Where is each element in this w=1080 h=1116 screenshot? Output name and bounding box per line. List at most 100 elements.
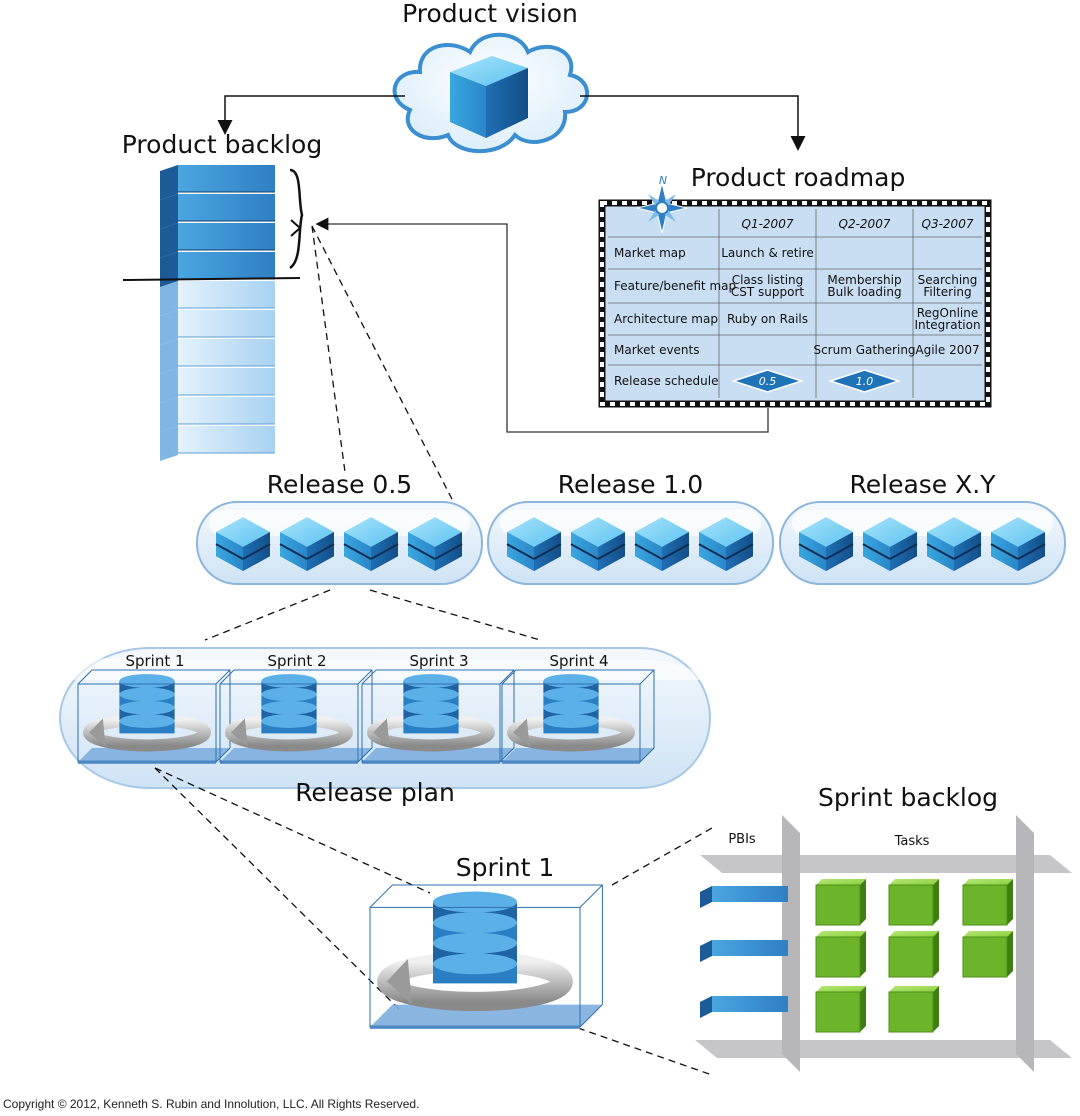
- sprint-label: Sprint 1: [125, 652, 184, 670]
- copyright-notice: Copyright © 2012, Kenneth S. Rubin and I…: [3, 1097, 420, 1111]
- roadmap-column-header: Q1-2007: [742, 217, 794, 231]
- backlog-item: [160, 223, 275, 258]
- sprint-label: Sprint 2: [267, 652, 326, 670]
- product-roadmap-label: Product roadmap: [691, 163, 906, 192]
- roadmap-cell-text: Launch & retire: [721, 246, 814, 260]
- backlog-item: [160, 426, 275, 461]
- sprint-detail-dashed-top: [154, 767, 431, 894]
- roadmap-cell-text: Membership: [827, 273, 901, 287]
- sprint-box: [219, 669, 373, 764]
- task-cube: [962, 879, 1013, 926]
- pbi-item: [700, 886, 788, 908]
- release-item-cube: [698, 517, 754, 572]
- release-label: Release 0.5: [267, 470, 412, 499]
- roadmap-row-label: Release schedule: [614, 374, 718, 388]
- compass-icon: N: [636, 174, 688, 234]
- release-item-cube: [215, 517, 271, 572]
- sprint-backlog-dashed-bottom: [577, 1027, 713, 1076]
- release-item-cube: [990, 517, 1046, 572]
- backlog-cut-line: [122, 277, 301, 281]
- task-cube: [815, 879, 866, 926]
- roadmap-column-header: Q3-2007: [922, 217, 974, 231]
- sprint-detail-dashed-bottom: [154, 767, 401, 1011]
- sprint-box: [77, 669, 231, 764]
- release-capsule: [196, 501, 483, 585]
- cloud-cube-icon: [392, 32, 589, 154]
- backlog-brace: [289, 168, 304, 270]
- roadmap-cell-text: Searching: [918, 273, 978, 287]
- roadmap-cell-text: RegOnline: [917, 306, 979, 320]
- releases-row: Release 0.5 Release 1.0 Release X.Y: [196, 470, 1066, 585]
- roadmap-row-label: Architecture map: [614, 312, 718, 326]
- product-backlog-stack: [160, 165, 275, 461]
- release-item-cube: [343, 517, 399, 572]
- roadmap-cell-text: Ruby on Rails: [727, 312, 808, 326]
- sprint-backlog-label: Sprint backlog: [818, 783, 998, 812]
- sprint-box: [369, 884, 603, 1029]
- task-cube: [888, 931, 939, 978]
- sprint-box: [501, 669, 655, 764]
- sprint-label: Sprint 4: [549, 652, 608, 670]
- task-cube: [962, 931, 1013, 978]
- release-item-cube: [926, 517, 982, 572]
- roadmap-cell-text: Agile 2007: [915, 343, 979, 357]
- release-item-cube: [279, 517, 335, 572]
- task-cube: [888, 879, 939, 926]
- roadmap-cell-text: Integration: [914, 318, 980, 332]
- backlog-item: [160, 339, 275, 374]
- task-cube: [888, 986, 939, 1033]
- task-cube: [815, 931, 866, 978]
- roadmap-row-label: Market events: [614, 343, 700, 357]
- backlog-item: [160, 165, 275, 200]
- sprints-row: Sprint 1 Sprint 2 Sprint 3 Sprint 4: [77, 652, 655, 764]
- release-milestone-diamond: 1.0: [828, 369, 901, 393]
- backlog-item: [160, 397, 275, 432]
- release-label: Release 1.0: [558, 470, 703, 499]
- sprint-backlog-dashed-top: [611, 827, 713, 886]
- release-label: Release X.Y: [850, 470, 997, 499]
- backlog-item: [160, 194, 275, 229]
- backlog-release-dashed-right: [311, 225, 456, 506]
- roadmap-cell-text: Class listing: [732, 273, 804, 287]
- roadmap-cell-text: Filtering: [923, 285, 971, 299]
- roadmap-row-label: Feature/benefit map: [614, 279, 736, 293]
- backlog-item: [160, 281, 275, 316]
- sprint-backlog-board: PBIs Tasks: [695, 815, 1072, 1072]
- backlog-item: [160, 368, 275, 403]
- backlog-item: [160, 310, 275, 345]
- tasks-column-label: Tasks: [894, 834, 930, 849]
- sprint-detail-label: Sprint 1: [456, 853, 554, 882]
- pbis-column-label: PBIs: [728, 832, 756, 847]
- release-item-cube: [862, 517, 918, 572]
- roadmap-row-label: Market map: [614, 246, 686, 260]
- release-milestone-label: 1.0: [856, 375, 874, 388]
- roadmap-cell-text: CST support: [731, 285, 805, 299]
- sprint-label: Sprint 3: [409, 652, 468, 670]
- product-vision-label: Product vision: [402, 0, 578, 28]
- release-sprint-dashed-left: [204, 589, 331, 641]
- release-capsule: [779, 501, 1066, 585]
- task-cube: [815, 986, 866, 1033]
- backlog-brace-point: [290, 219, 302, 237]
- release-milestone-diamond: 0.5: [731, 369, 804, 393]
- release-item-cube: [506, 517, 562, 572]
- roadmap-column-header: Q2-2007: [839, 217, 891, 231]
- roadmap-cell-text: Bulk loading: [827, 285, 901, 299]
- sprint-detail-box: [369, 884, 603, 1029]
- sprint-box: [361, 669, 515, 764]
- vision-to-backlog-arrow: [217, 95, 405, 135]
- compass-north-letter: N: [659, 174, 667, 187]
- release-item-cube: [570, 517, 626, 572]
- pbi-item: [700, 940, 788, 962]
- release-milestone-label: 0.5: [759, 375, 777, 388]
- release-item-cube: [798, 517, 854, 572]
- vision-to-roadmap-arrow: [580, 95, 806, 151]
- pbi-item: [700, 996, 788, 1018]
- backlog-release-dashed-left: [311, 225, 346, 473]
- product-backlog-label: Product backlog: [122, 130, 322, 159]
- release-capsule: [487, 501, 774, 585]
- roadmap-cell-text: Scrum Gathering: [813, 343, 915, 357]
- roadmap-to-backlog-arrow: [315, 217, 769, 433]
